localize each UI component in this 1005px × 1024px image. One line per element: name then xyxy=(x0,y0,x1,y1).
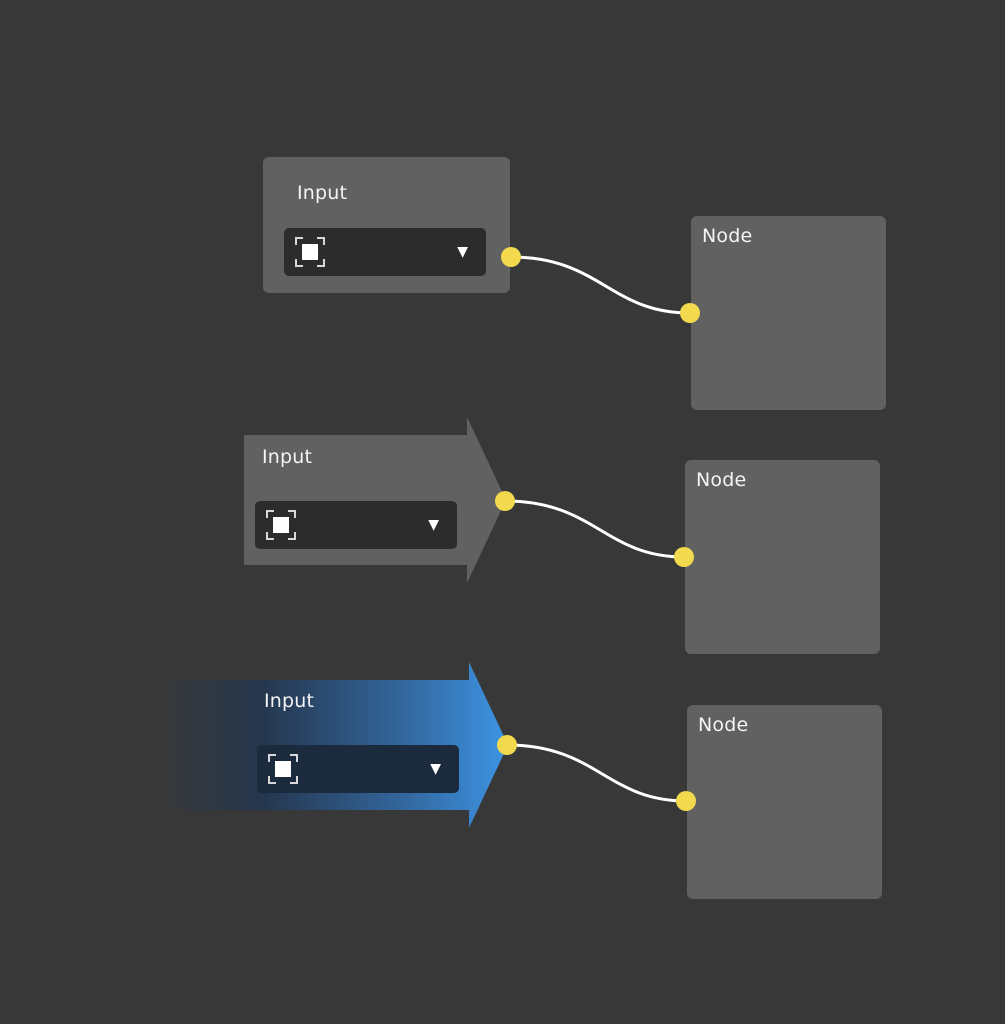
frame-icon xyxy=(266,510,296,540)
output-port[interactable] xyxy=(501,247,521,267)
input-dropdown[interactable]: ▼ xyxy=(284,228,486,276)
node-title: Node xyxy=(698,714,749,736)
input-title: Input xyxy=(264,690,315,712)
triangle-down-icon: ▼ xyxy=(457,244,468,260)
node-card[interactable]: Node xyxy=(691,216,886,410)
input-title: Input xyxy=(297,182,348,204)
input-port[interactable] xyxy=(680,303,700,323)
connection-wire[interactable] xyxy=(504,499,685,559)
frame-icon xyxy=(268,754,298,784)
triangle-down-icon: ▼ xyxy=(430,761,441,777)
input-dropdown[interactable]: ▼ xyxy=(255,501,457,549)
input-port[interactable] xyxy=(674,547,694,567)
node-card[interactable]: Node xyxy=(685,460,880,654)
input-port[interactable] xyxy=(676,791,696,811)
connection-wire[interactable] xyxy=(506,743,687,803)
input-dropdown[interactable]: ▼ xyxy=(257,745,459,793)
output-port[interactable] xyxy=(497,735,517,755)
node-title: Node xyxy=(702,225,753,247)
node-card[interactable]: Node xyxy=(687,705,882,899)
output-port[interactable] xyxy=(495,491,515,511)
triangle-down-icon: ▼ xyxy=(428,517,439,533)
connection-wire[interactable] xyxy=(510,255,691,315)
frame-icon xyxy=(295,237,325,267)
input-title: Input xyxy=(262,446,313,468)
node-title: Node xyxy=(696,469,747,491)
